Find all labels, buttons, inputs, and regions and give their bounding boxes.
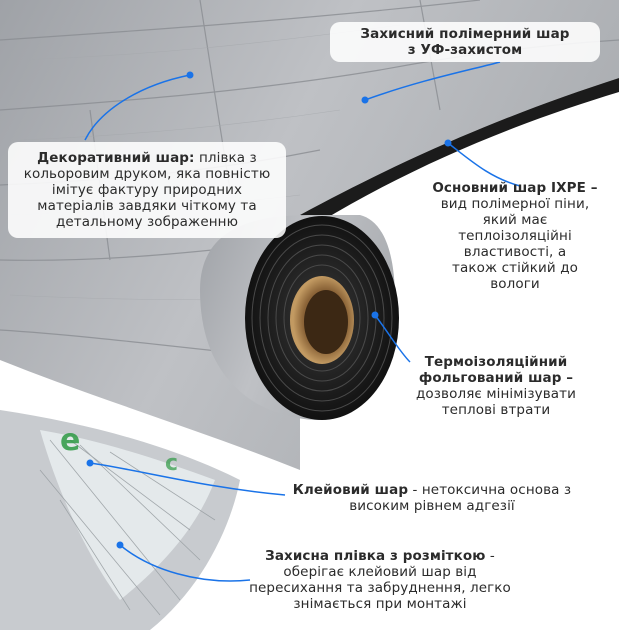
decor-layer-label: Декоративний шар: плівка з кольоровим др… [8,142,286,238]
svg-text:c: c [165,451,178,476]
peeled-corner: e c [0,410,240,630]
protective-film-label: Захисна плівка з розміткою - оберігає кл… [235,548,525,612]
callout-lines [84,61,521,582]
ixpe-layer-text: вид полімерної піни, який має теплоізоля… [440,196,590,292]
foil-layer-label: Термоізоляційний фольгований шар – дозво… [380,354,612,418]
ixpe-layer-title: Основний шар IXPE – [432,180,598,196]
sheet-edge [300,78,619,222]
protective-film-title: Захисна плівка з розміткою [265,548,486,564]
uv-layer-line2: з УФ-захистом [407,42,523,58]
uv-layer-line1: Захисний полімерний шар [360,26,570,42]
callout-dots [86,71,452,549]
ixpe-layer-label: Основний шар IXPE – вид полімерної піни,… [412,180,619,292]
svg-text:e: e [60,423,80,458]
uv-layer-label: Захисний полімерний шар з УФ-захистом [330,22,600,62]
adhesive-layer-label: Клейовий шар - нетоксична основа з висок… [282,482,582,514]
adhesive-layer-text: - нетоксична основа з високим рівнем адг… [349,482,572,514]
protective-film-text: - оберігає клейовий шар від пересихання … [249,548,511,612]
foil-layer-title: Термоізоляційний фольгований шар – [418,354,574,386]
decor-layer-title: Декоративний шар: [37,150,195,166]
adhesive-layer-title: Клейовий шар [292,482,409,498]
material-roll [200,215,399,420]
decor-layer-text: плівка з кольоровим друком, яка повністю… [23,150,271,230]
foil-layer-text: дозволяє мінімізувати теплові втрати [415,386,577,418]
